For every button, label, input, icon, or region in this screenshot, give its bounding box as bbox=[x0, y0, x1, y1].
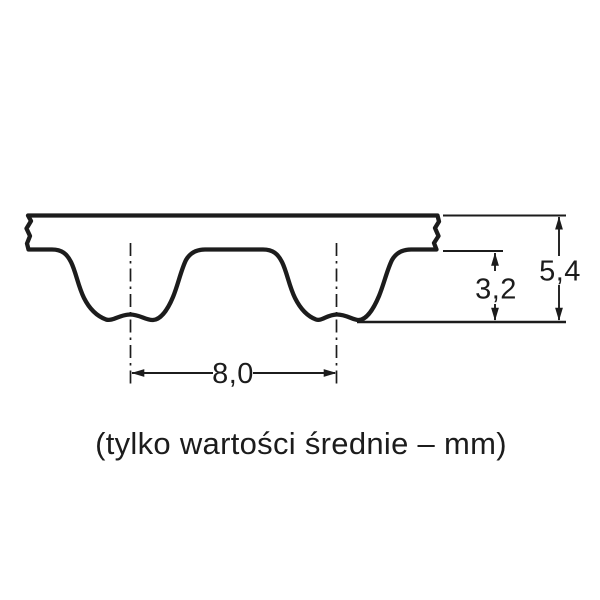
arrow-right-icon bbox=[323, 369, 337, 377]
belt-thickness-value: 5,4 bbox=[539, 256, 581, 288]
arrow-down-icon bbox=[491, 307, 499, 321]
tooth-height-value: 3,2 bbox=[475, 274, 517, 306]
arrow-left-icon bbox=[131, 369, 145, 377]
figure-caption: (tylko wartości średnie – mm) bbox=[95, 426, 507, 461]
pitch-value: 8,0 bbox=[212, 358, 254, 390]
dimension-belt-thickness: 5,4 bbox=[539, 216, 581, 321]
dimension-pitch: 8,0 bbox=[131, 358, 337, 390]
arrow-down-icon bbox=[555, 307, 563, 321]
dimension-tooth-height: 3,2 bbox=[475, 252, 517, 321]
arrow-up-icon bbox=[491, 252, 499, 266]
arrow-up-icon bbox=[555, 216, 563, 230]
belt-outline bbox=[24, 213, 442, 323]
